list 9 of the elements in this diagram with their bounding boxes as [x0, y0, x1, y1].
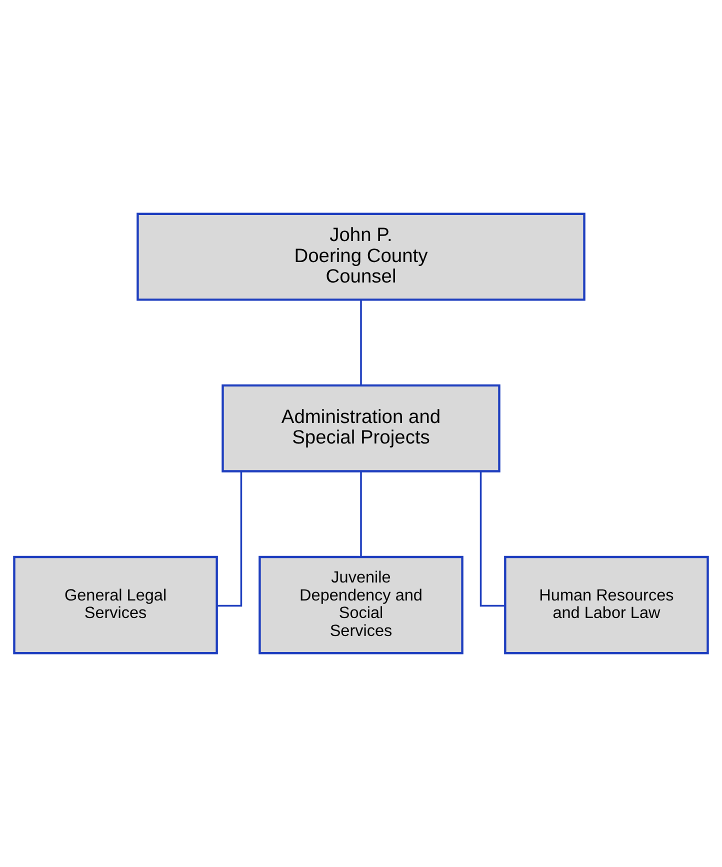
node-box: General Legal Services — [13, 556, 218, 654]
connector — [217, 471, 242, 607]
connector — [360, 472, 362, 557]
node-box: John P. Doering County Counsel — [136, 212, 586, 301]
connector — [480, 471, 505, 607]
node-box: Administration and Special Projects — [222, 384, 500, 472]
connector — [360, 300, 362, 386]
node-box: Human Resources and Labor Law — [504, 556, 709, 654]
node-box: Juvenile Dependency and Social Services — [258, 556, 464, 654]
